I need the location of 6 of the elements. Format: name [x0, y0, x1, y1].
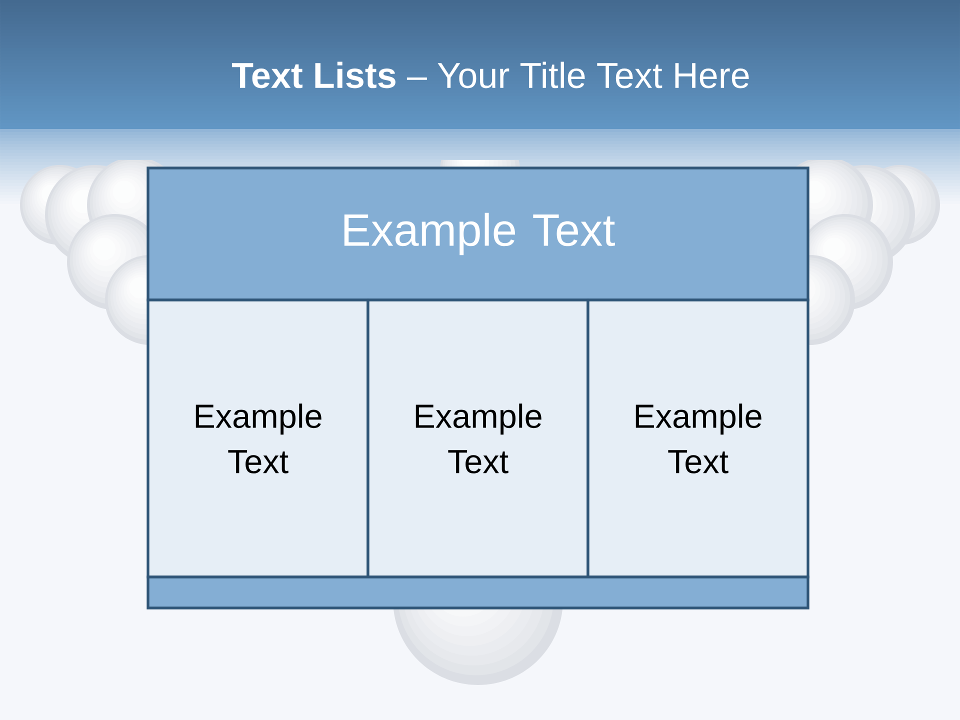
table-cell: Example Text: [586, 298, 810, 578]
table-cell: Example Text: [146, 298, 370, 578]
header-box: Example Text: [146, 166, 810, 302]
slide-title: Text Lists – Your Title Text Here: [232, 62, 749, 88]
table-cell: Example Text: [366, 298, 590, 578]
footer-bar: [146, 576, 810, 610]
